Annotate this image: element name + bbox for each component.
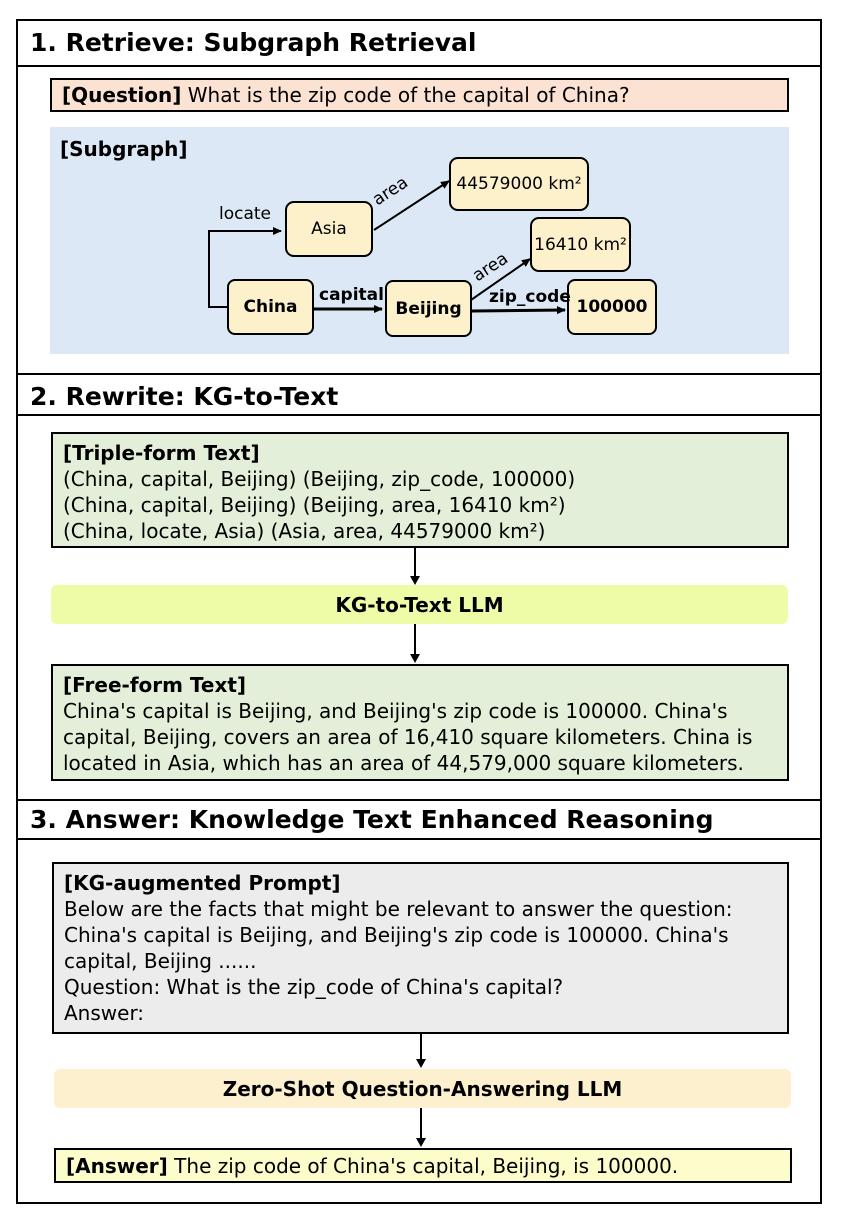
edge-label-locate: locate <box>219 204 272 224</box>
arrow-head <box>410 576 420 585</box>
subgraph-edges <box>208 180 566 315</box>
arrow-line <box>420 1108 422 1138</box>
section-title-rewrite: 2. Rewrite: KG-to-Text <box>30 382 339 411</box>
free-text-box: [Free-form Text] China's capital is Beij… <box>51 664 789 781</box>
node-asia-area: 44579000 km² <box>449 157 589 211</box>
divider <box>16 373 822 375</box>
triple-text-tag: [Triple-form Text] <box>63 441 260 465</box>
arrow-line <box>414 624 416 654</box>
node-zip: 100000 <box>567 279 657 335</box>
node-beijing: Beijing <box>385 280 472 337</box>
prompt-line: China's capital is Beijing, and Beijing'… <box>64 923 729 947</box>
triple-line: (China, locate, Asia) (Asia, area, 44579… <box>63 519 546 543</box>
node-asia: Asia <box>285 201 373 257</box>
arrow-line <box>414 548 416 576</box>
arrow-head <box>416 1059 426 1068</box>
free-text-line: capital, Beijing, covers an area of 16,4… <box>63 725 753 749</box>
prompt-line: Question: What is the zip_code of China'… <box>64 975 564 999</box>
edge-zip-code <box>471 306 566 315</box>
prompt-line: Below are the facts that might be releva… <box>64 897 733 921</box>
edge-label-capital: capital <box>319 285 384 305</box>
kg-to-text-llm: KG-to-Text LLM <box>51 585 788 624</box>
node-beijing-area: 16410 km² <box>530 217 631 272</box>
node-china: China <box>227 279 314 335</box>
kg-prompt-box: [KG-augmented Prompt] Below are the fact… <box>52 862 789 1034</box>
triple-line: (China, capital, Beijing) (Beijing, area… <box>63 493 566 517</box>
edge-locate <box>208 227 282 308</box>
arrow-head <box>410 654 420 663</box>
arrow-head <box>416 1138 426 1147</box>
question-box: [Question] What is the zip code of the c… <box>50 78 789 112</box>
triple-text-box: [Triple-form Text] (China, capital, Beij… <box>51 432 789 548</box>
answer-text: The zip code of China's capital, Beijing… <box>167 1154 679 1178</box>
free-text-tag: [Free-form Text] <box>63 673 247 697</box>
section-title-answer: 3. Answer: Knowledge Text Enhanced Reaso… <box>30 805 714 834</box>
question-text: What is the zip code of the capital of C… <box>181 83 630 107</box>
divider <box>16 799 822 801</box>
divider <box>16 65 822 67</box>
section-title-retrieve: 1. Retrieve: Subgraph Retrieval <box>30 28 477 57</box>
qa-llm: Zero-Shot Question-Answering LLM <box>54 1069 791 1108</box>
prompt-tag: [KG-augmented Prompt] <box>64 871 341 895</box>
prompt-line: capital, Beijing ...... <box>64 949 257 973</box>
divider <box>16 414 822 416</box>
arrow-line <box>420 1034 422 1059</box>
edge-label-zip-code: zip_code <box>489 287 571 307</box>
edge-area-beijing <box>470 258 531 301</box>
prompt-line: Answer: <box>64 1001 145 1025</box>
free-text-line: China's capital is Beijing, and Beijing'… <box>63 699 728 723</box>
question-tag: [Question] <box>62 83 182 107</box>
triple-line: (China, capital, Beijing) (Beijing, zip_… <box>63 467 576 491</box>
figure-frame <box>16 19 822 1204</box>
edge-area-asia <box>373 180 450 231</box>
subgraph-tag: [Subgraph] <box>60 137 188 161</box>
answer-tag: [Answer] <box>66 1154 168 1178</box>
divider <box>16 838 822 840</box>
free-text-line: located in Asia, which has an area of 44… <box>63 751 744 775</box>
answer-box: [Answer] The zip code of China's capital… <box>54 1148 792 1183</box>
